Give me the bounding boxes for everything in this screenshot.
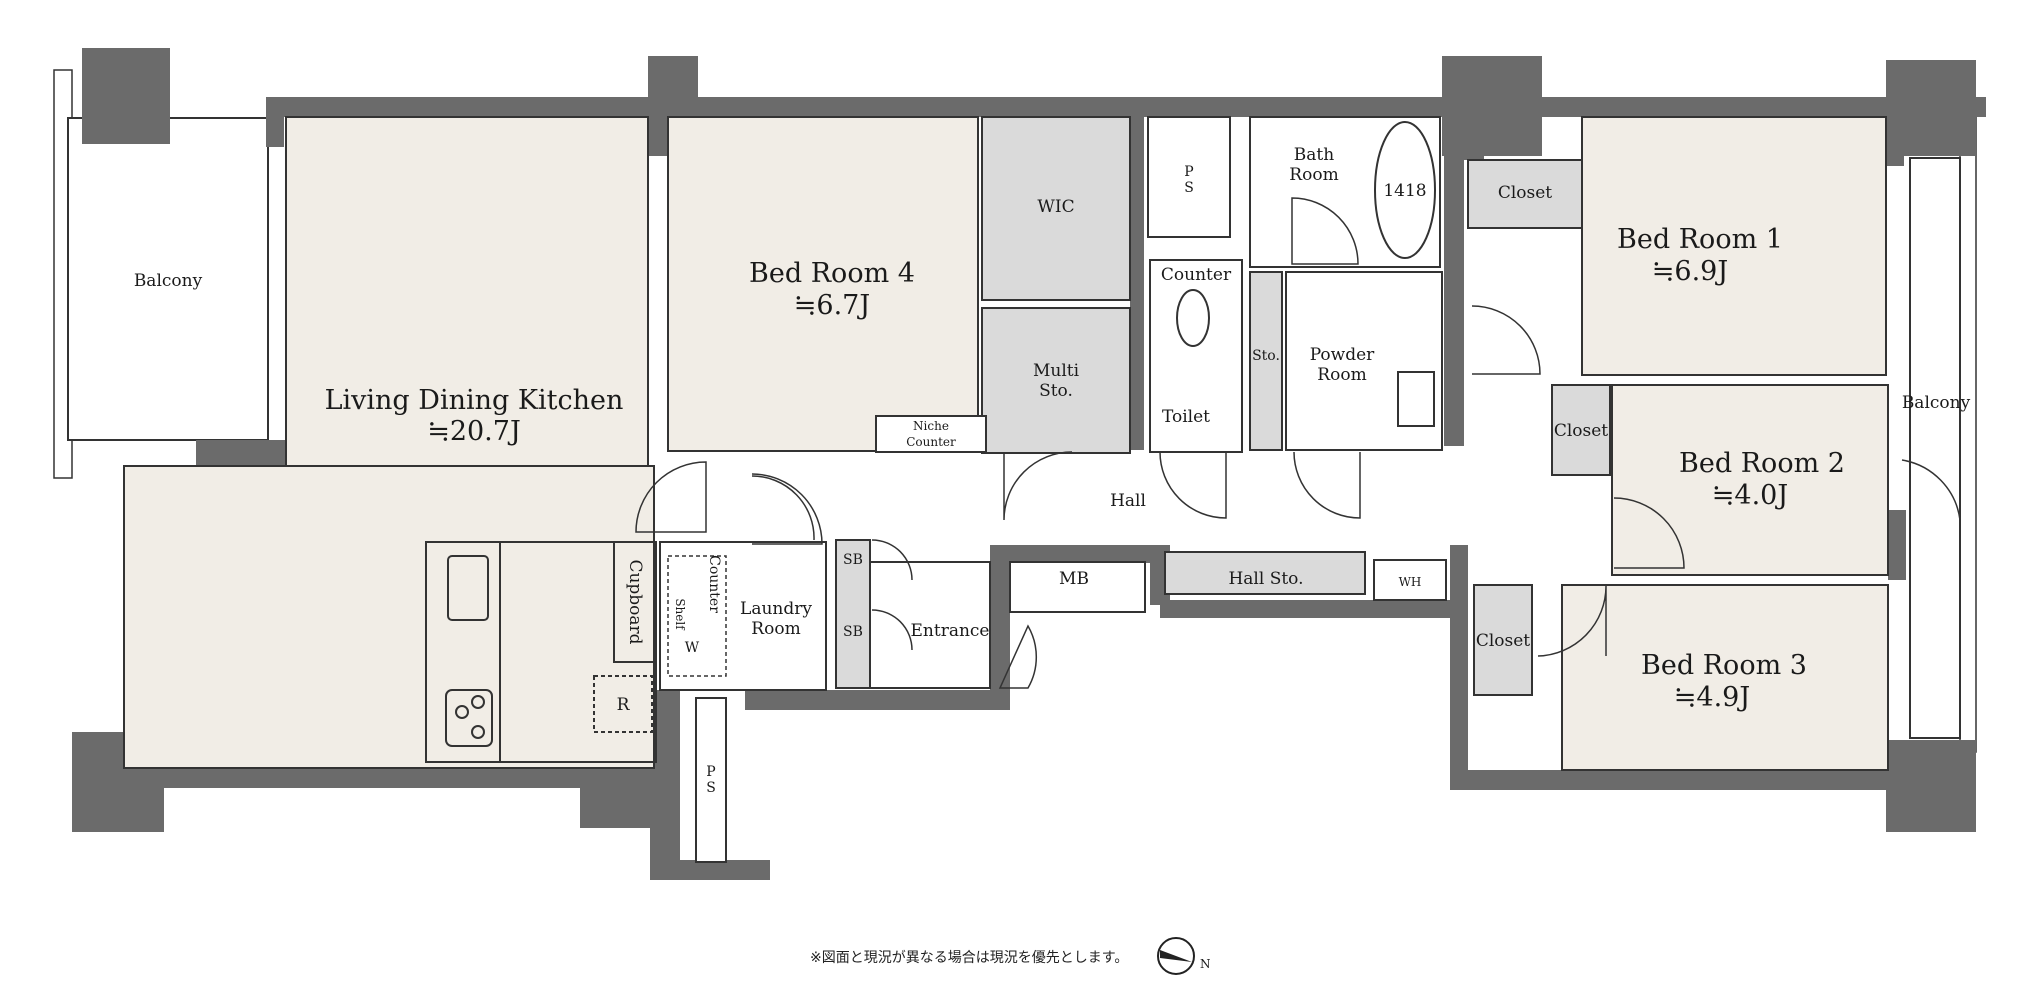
bedroom-4-floor <box>667 116 979 452</box>
doors <box>635 197 1961 689</box>
bedroom-4-size: ≒6.7J <box>794 290 870 321</box>
niche-label: Niche <box>913 419 949 433</box>
bath-size-label: 1418 <box>1383 181 1426 201</box>
balcony-west-label: Balcony <box>134 271 203 291</box>
laundry-room-label-2: Room <box>751 619 800 639</box>
ps-top-label-1: P <box>1184 164 1193 180</box>
powder-room-label-2: Room <box>1317 365 1366 385</box>
compass-icon <box>1157 937 1195 975</box>
bedroom-3-floor <box>1561 584 1889 771</box>
washer-label: W <box>685 640 700 656</box>
laundry-room-label-1: Laundry <box>740 599 812 619</box>
bedroom-2-floor <box>1611 384 1889 576</box>
powder-room-label-1: Powder <box>1310 345 1375 365</box>
mb-label: MB <box>1059 569 1089 589</box>
multi-sto-label-2: Sto. <box>1039 381 1073 401</box>
bedroom-1-name: Bed Room 1 <box>1617 224 1783 255</box>
bedroom-2-size: ≒4.0J <box>1712 480 1788 511</box>
closet-3-label: Closet <box>1476 631 1530 651</box>
closet-1 <box>1467 159 1583 229</box>
compass-letter: N <box>1200 957 1211 971</box>
ps-top <box>1147 116 1231 238</box>
basin-icon <box>1397 371 1435 427</box>
closet-1-label: Closet <box>1498 183 1552 203</box>
sto-label: Sto. <box>1252 348 1280 364</box>
bedroom-1-size: ≒6.9J <box>1652 256 1728 287</box>
closet-2 <box>1551 384 1611 476</box>
niche-counter <box>875 415 987 453</box>
powder-room <box>1285 271 1443 451</box>
bath-room <box>1249 116 1441 268</box>
storage-sto <box>1249 271 1283 451</box>
bedroom-2-name: Bed Room 2 <box>1679 448 1845 479</box>
wic <box>981 116 1131 301</box>
sb-label-2: SB <box>843 624 863 640</box>
ldk-name: Living Dining Kitchen <box>325 385 624 416</box>
refrigerator-label: R <box>617 695 631 715</box>
entrance-label: Entrance <box>911 621 990 641</box>
footnote: ※図面と現況が異なる場合は現況を優先とします。 <box>810 950 1128 966</box>
toilet-counter-label: Counter <box>1161 265 1232 285</box>
mb <box>1009 561 1146 613</box>
walls <box>72 48 1986 880</box>
bedroom-3-name: Bed Room 3 <box>1641 650 1807 681</box>
bathtub-icon <box>1374 121 1436 259</box>
shelf-label: Shelf <box>673 598 687 631</box>
bedroom-3-size: ≒4.9J <box>1674 682 1750 713</box>
bath-room-label-1: Bath <box>1294 145 1334 165</box>
closet-2-label: Closet <box>1554 421 1608 441</box>
ps-bottom <box>695 697 727 863</box>
washer-area <box>667 555 727 677</box>
niche-counter-label: Counter <box>906 435 956 449</box>
toilet-room <box>1149 259 1243 453</box>
entrance <box>869 561 991 689</box>
ldk-size: ≒20.7J <box>427 416 521 447</box>
kitchen <box>425 541 657 763</box>
bedroom-4-name: Bed Room 4 <box>749 258 915 289</box>
closet-3 <box>1473 584 1533 696</box>
multi-sto-label-1: Multi <box>1033 361 1080 381</box>
sb-label-1: SB <box>843 552 863 568</box>
bath-room-label-2: Room <box>1289 165 1338 185</box>
laundry-counter-label: Counter <box>706 555 722 613</box>
wh <box>1373 559 1447 601</box>
balcony-east <box>1909 157 1961 739</box>
laundry-room <box>659 541 827 691</box>
bedroom-1-floor <box>1581 116 1887 376</box>
toilet-icon <box>1176 289 1210 347</box>
hall-label: Hall <box>1110 491 1146 511</box>
ps-bottom-label-2: S <box>706 780 716 796</box>
wh-label: WH <box>1399 575 1422 589</box>
balcony-east-label: Balcony <box>1902 393 1971 413</box>
hall-sto-label: Hall Sto. <box>1228 569 1303 589</box>
ldk-floor-lower <box>123 465 655 769</box>
hall-storage <box>1164 551 1366 595</box>
wic-label: WIC <box>1037 197 1074 217</box>
multi-storage <box>981 307 1131 454</box>
ps-top-label-2: S <box>1184 180 1194 196</box>
ps-bottom-label-1: P <box>706 764 715 780</box>
cupboard-label: Cupboard <box>625 559 645 644</box>
balcony-east-rail <box>1959 111 1977 753</box>
toilet-label: Toilet <box>1162 407 1210 427</box>
